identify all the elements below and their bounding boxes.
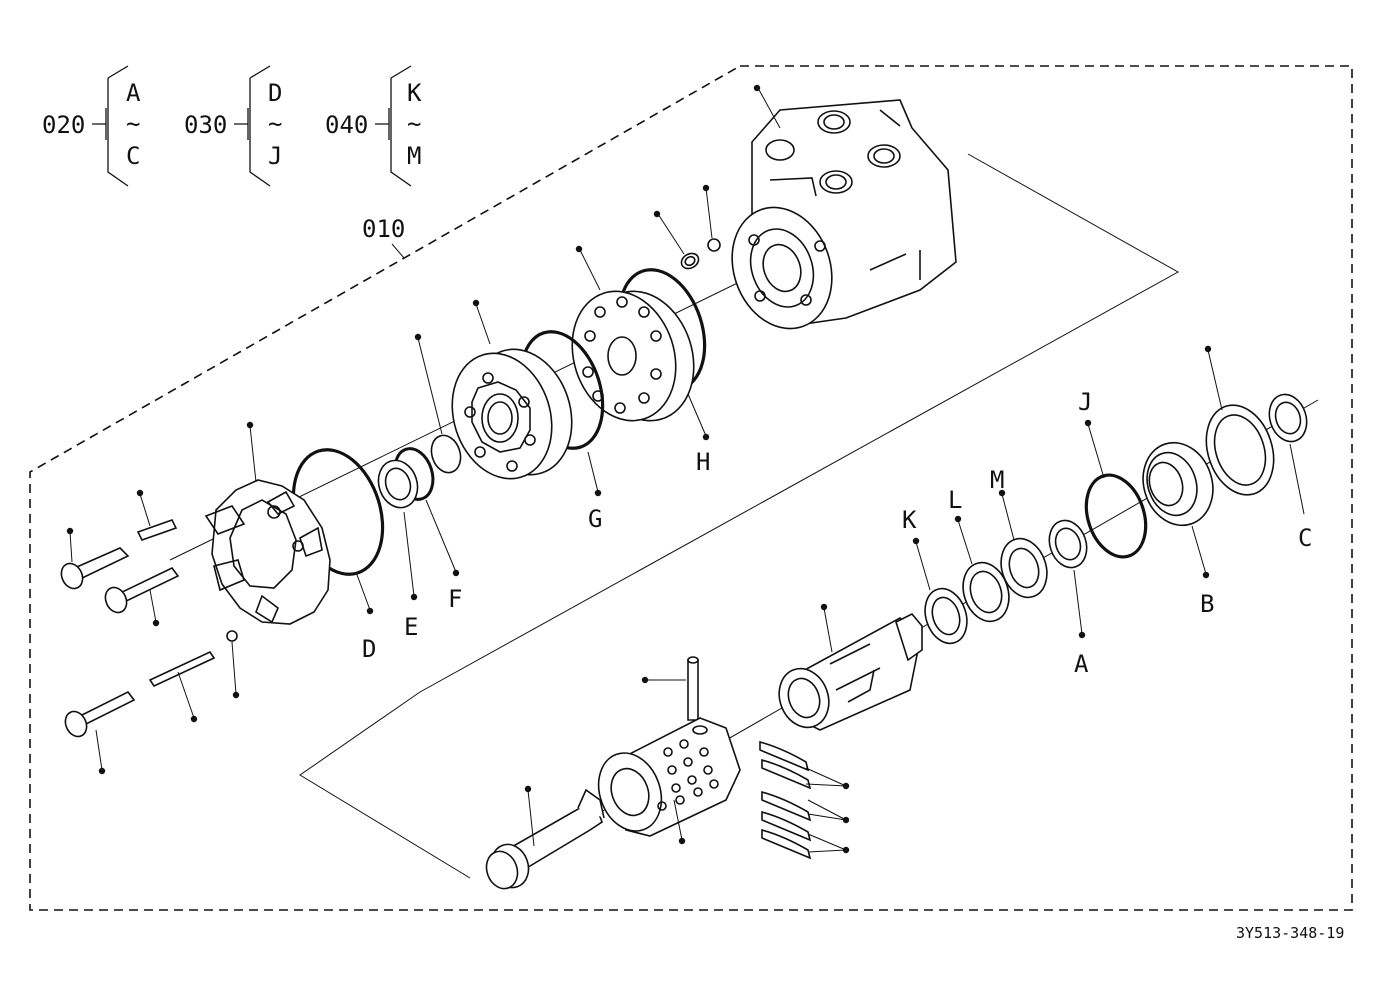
- dowel-pin-upper: [136, 489, 178, 541]
- group-bracket-030: [234, 65, 271, 187]
- group-code-040: 040: [325, 111, 368, 139]
- gerotor-set: [451, 299, 573, 480]
- group-range-end-040: M: [407, 142, 421, 170]
- group-range-tilde-040: ~: [407, 110, 421, 138]
- bearing-l: L: [948, 486, 1010, 623]
- callout-d: D: [362, 635, 376, 663]
- seal-c: C: [1268, 393, 1312, 552]
- bearing-race: [1204, 345, 1275, 496]
- callout-m: M: [990, 466, 1004, 494]
- washer-m: M: [990, 466, 1048, 599]
- seal-e: E: [377, 459, 418, 641]
- drive-disc: [414, 333, 462, 474]
- callout-c: C: [1298, 524, 1312, 552]
- callout-k: K: [902, 506, 917, 534]
- group-range-end-030: J: [268, 142, 282, 170]
- assembly-label: 010: [362, 215, 405, 243]
- valve-housing-callout: [753, 84, 781, 129]
- ball-small: [226, 630, 240, 699]
- callout-e: E: [404, 613, 418, 641]
- callout-h: H: [696, 448, 710, 476]
- drive-shaft: [485, 785, 605, 890]
- seal-a: A: [1048, 519, 1089, 678]
- group-range-start-020: A: [126, 79, 141, 107]
- cap-screw-upper: [60, 527, 130, 590]
- check-spring: [653, 210, 700, 270]
- long-pin: [148, 650, 216, 723]
- drawing-code: 3Y513-348-19: [1236, 924, 1344, 942]
- group-label-020: 020 A ~ C: [42, 65, 141, 187]
- group-bracket-020: [92, 65, 129, 187]
- callout-f: F: [448, 585, 462, 613]
- group-label-030: 030 D ~ J: [184, 65, 282, 187]
- check-ball: [702, 184, 721, 252]
- group-bracket-040: [375, 65, 412, 187]
- group-range-tilde-020: ~: [126, 110, 140, 138]
- group-range-end-020: C: [126, 142, 140, 170]
- washer-k: K: [902, 506, 968, 645]
- callout-l: L: [948, 486, 962, 514]
- group-code-030: 030: [184, 111, 227, 139]
- cap-screw-middle: [104, 566, 180, 627]
- subassembly-outline: [299, 153, 1180, 879]
- callout-b: B: [1200, 590, 1214, 618]
- group-range-start-030: D: [268, 79, 282, 107]
- group-code-020: 020: [42, 111, 85, 139]
- end-cap: [204, 421, 331, 625]
- callout-j: J: [1078, 388, 1092, 416]
- group-range-tilde-030: ~: [268, 110, 282, 138]
- control-sleeve: [778, 603, 923, 731]
- bushing-b: B: [1142, 441, 1214, 618]
- cap-screw-lower: [64, 690, 136, 775]
- spacer-plate: [571, 245, 695, 422]
- o-ring-j: J: [1078, 388, 1148, 559]
- valve-housing: [731, 99, 957, 330]
- assembly-boundary: [29, 65, 1353, 911]
- group-label-040: 040 K ~ M: [325, 65, 422, 187]
- centering-springs: [759, 740, 850, 860]
- callout-g: G: [588, 505, 602, 533]
- cross-pin: [641, 656, 699, 721]
- assembly-leader: [391, 243, 405, 259]
- callout-a: A: [1074, 650, 1089, 678]
- control-spool: [597, 717, 741, 845]
- group-range-start-040: K: [407, 79, 422, 107]
